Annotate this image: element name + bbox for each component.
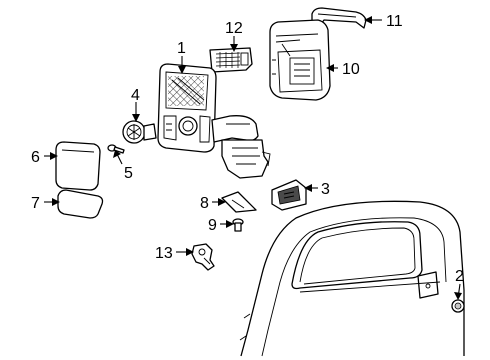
- callout-12: 12: [225, 20, 243, 37]
- leader-lines: [44, 16, 462, 300]
- callout-5: 5: [124, 165, 133, 182]
- part-12-turn-signal-lamp: [209, 47, 253, 73]
- part-1-mirror-assembly: [157, 63, 271, 179]
- part-2-plug: [451, 299, 465, 313]
- callout-6: 6: [31, 149, 40, 166]
- part-5-screw: [107, 144, 125, 154]
- door-panel: [239, 200, 465, 357]
- part-4-mirror-motor: [122, 120, 157, 144]
- callout-4: 4: [131, 87, 140, 104]
- part-7-lower-glass: [57, 189, 104, 219]
- callout-1: 1: [177, 40, 186, 57]
- part-9-bolt: [232, 218, 244, 232]
- callout-labels: 1 2 3 4 5 6 7 8 9 10 11 12 13: [31, 13, 464, 285]
- callout-11: 11: [386, 13, 403, 30]
- part-13-clip: [191, 243, 215, 271]
- callout-3: 3: [321, 181, 330, 198]
- part-10-mirror-cover: [269, 19, 331, 101]
- callout-7: 7: [31, 195, 40, 212]
- callout-10: 10: [342, 61, 360, 78]
- part-6-mirror-glass: [55, 141, 101, 191]
- callout-8: 8: [200, 195, 209, 212]
- callout-9: 9: [208, 217, 217, 234]
- part-11-cover-strip: [311, 7, 367, 29]
- part-3-connector: [271, 179, 307, 211]
- part-8-bracket: [221, 191, 257, 213]
- callout-2: 2: [455, 268, 464, 285]
- callout-13: 13: [155, 245, 173, 262]
